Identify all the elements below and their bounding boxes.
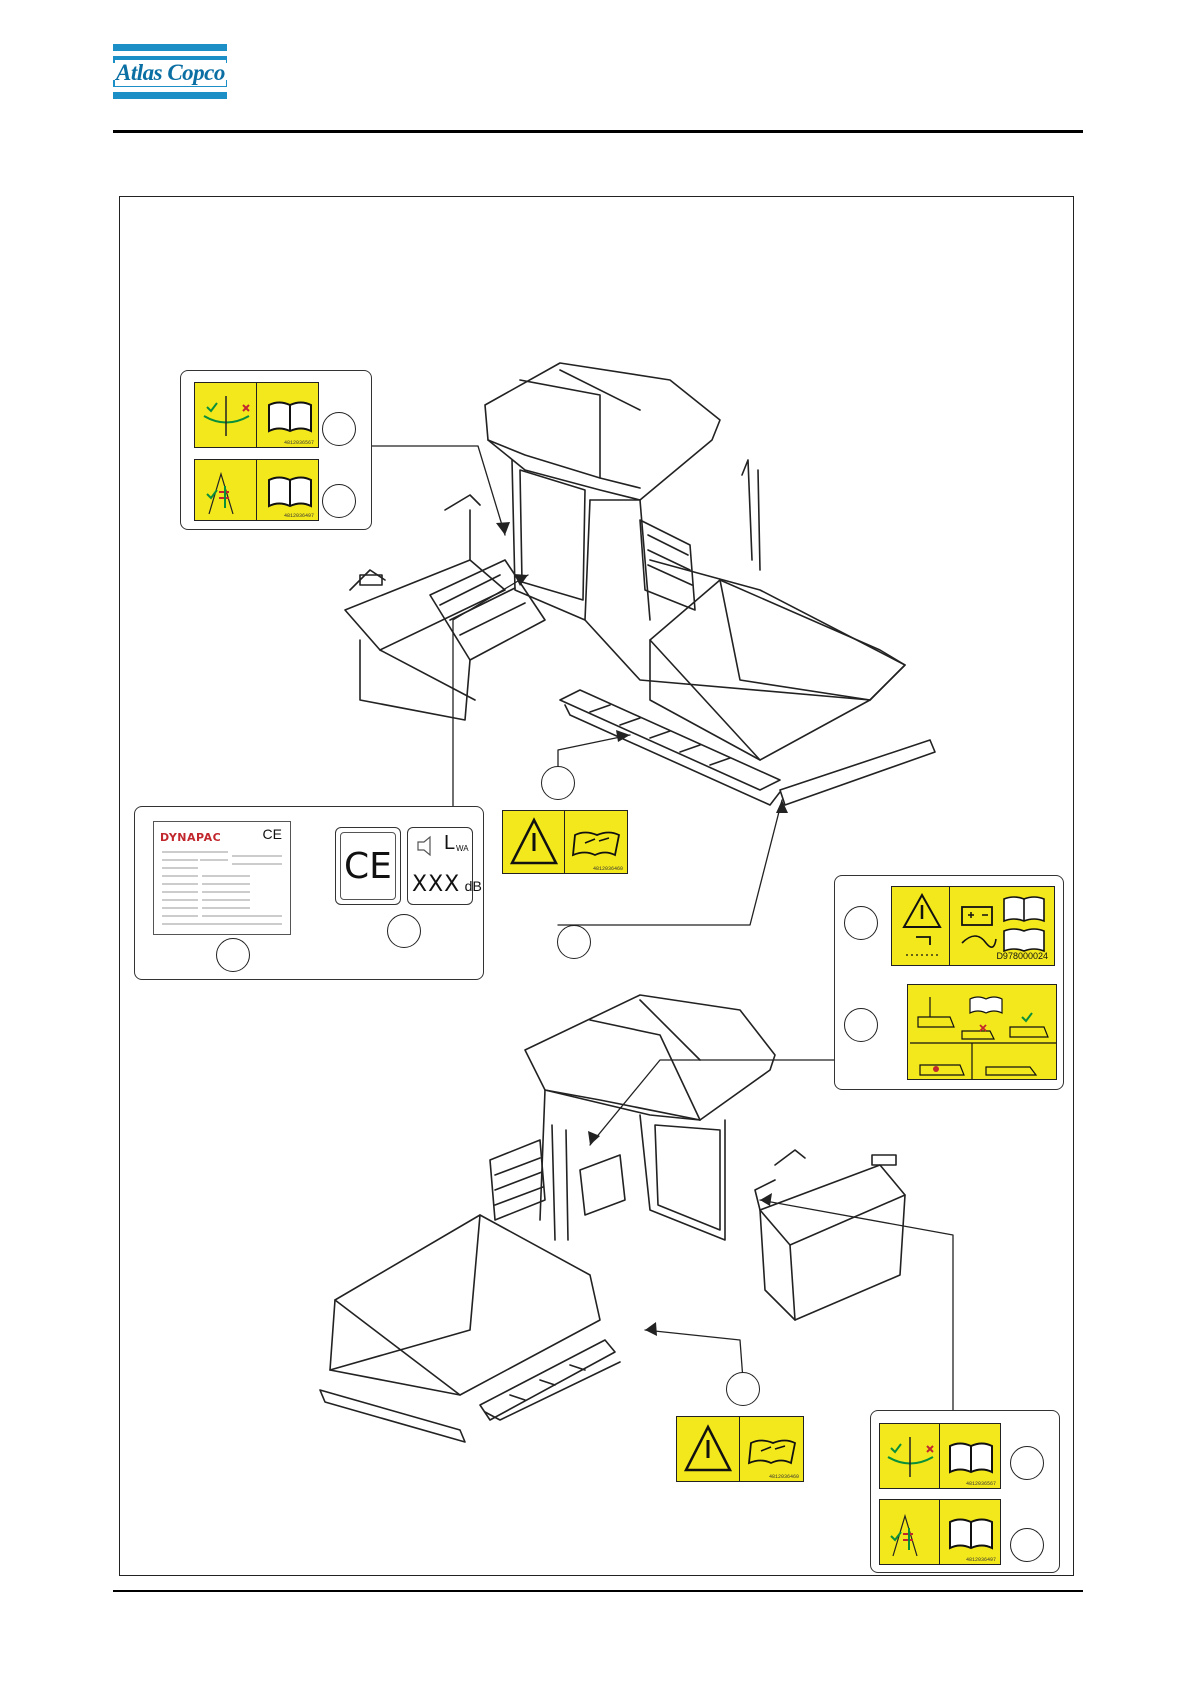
lifting-warning-decal: 4812036497 — [194, 459, 319, 521]
callout-number-circle — [1010, 1446, 1044, 1480]
manual-book-icon — [265, 397, 315, 437]
manual-book-icon — [946, 1438, 996, 1478]
manual-book-icon — [946, 1514, 996, 1554]
ce-badge-mark: CE — [344, 846, 392, 887]
transport-lashing-pictograms — [910, 987, 1056, 1079]
lifting-warning-decal: 4812036497 — [879, 1499, 1001, 1565]
ce-badge: CE — [335, 827, 401, 905]
callout-number-circle — [557, 925, 591, 959]
manual-hand-icon — [747, 1433, 799, 1467]
hot-surface-decal: 4812036460 — [502, 810, 628, 874]
warning-triangle-icon — [683, 1424, 733, 1474]
machine-nameplate: DYNAPAC CE — [153, 821, 291, 935]
sound-subscript: WA — [456, 844, 469, 853]
lifting-tilt-icon — [199, 464, 253, 518]
manual-hand-icon — [571, 825, 623, 859]
warning-welding-icon — [900, 893, 944, 961]
lower-paver-drawing — [320, 995, 905, 1442]
sound-speaker-icon — [414, 834, 438, 858]
callout-box-nameplate: DYNAPAC CE CE L WA — [134, 806, 484, 980]
nameplate-ce-mark: CE — [263, 826, 282, 842]
sound-symbol: L — [444, 832, 455, 855]
callout-number-circle — [726, 1372, 760, 1406]
manual-book-icon — [265, 472, 315, 512]
hot-surface-decal: 4812036460 — [676, 1416, 804, 1482]
sound-value: XXX — [412, 872, 460, 897]
slope-tilt-icon — [883, 1432, 937, 1482]
battery-welding-decal: D978000024 — [891, 886, 1055, 966]
callout-number-circle — [322, 484, 356, 518]
upper-paver-drawing — [345, 363, 935, 805]
callout-number-circle — [1010, 1528, 1044, 1562]
nameplate-brand: DYNAPAC — [160, 828, 221, 846]
slope-warning-decal: 4812036567 — [879, 1423, 1001, 1489]
nameplate-fields — [158, 848, 286, 932]
callout-number-circle — [541, 766, 575, 800]
callout-number-circle — [216, 938, 250, 972]
battery-disconnect-icon — [956, 893, 1052, 957]
callout-number-circle — [322, 412, 356, 446]
footer-rule — [113, 1590, 1083, 1592]
lifting-tilt-icon — [883, 1506, 937, 1560]
callout-number-circle — [844, 906, 878, 940]
warning-triangle-icon — [509, 817, 559, 867]
callout-number-circle — [387, 914, 421, 948]
battery-decal-code: D978000024 — [996, 951, 1048, 961]
transport-lashing-decal — [907, 984, 1057, 1080]
slope-warning-decal: 4812036567 — [194, 382, 319, 448]
slope-tilt-icon — [199, 391, 253, 441]
sound-unit: dB — [465, 878, 482, 894]
callout-number-circle — [844, 1008, 878, 1042]
sound-power-badge: L WA XXX dB — [407, 827, 473, 905]
